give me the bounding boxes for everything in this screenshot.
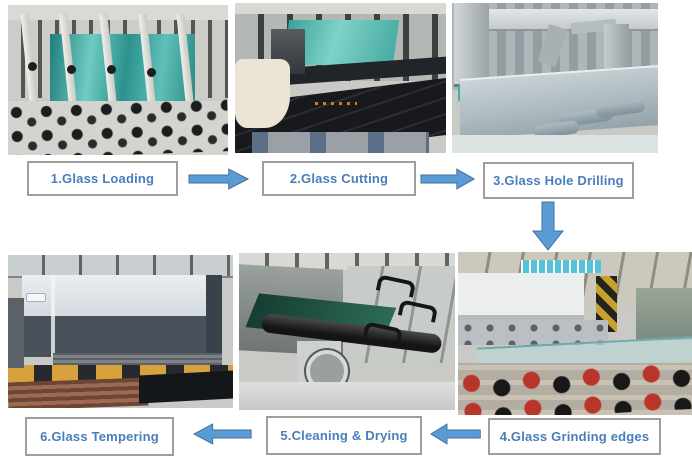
arrow-left-icon <box>193 423 252 445</box>
cyan-sign <box>521 260 601 274</box>
brand-plate <box>26 293 47 303</box>
step-box-glass-tempering: 6.Glass Tempering <box>25 417 174 456</box>
arrow-left-icon <box>430 423 481 445</box>
arm-sucker <box>67 65 77 74</box>
wall-top <box>8 5 228 20</box>
step-label: 4.Glass Grinding edges <box>499 429 650 444</box>
step-label: 3.Glass Hole Drilling <box>493 173 624 188</box>
table-markers <box>315 102 358 105</box>
table-frame <box>251 132 430 153</box>
step-box-glass-cutting: 2.Glass Cutting <box>262 161 416 196</box>
arm-sucker <box>146 68 156 77</box>
hazard-stripe-column <box>596 276 618 332</box>
arrow-5-to-6 <box>193 421 253 447</box>
arm-sucker <box>27 62 37 71</box>
step-label: 6.Glass Tempering <box>40 429 159 444</box>
photo-cleaning-drying <box>239 253 455 410</box>
floor <box>452 135 658 153</box>
photo-glass-cutting <box>235 3 446 153</box>
machine-detail-strip <box>458 320 608 345</box>
photo-glass-tempering <box>8 255 233 408</box>
photo-glass-grinding-edges <box>458 252 692 415</box>
arm-sucker <box>107 65 116 74</box>
step-label: 5.Cleaning & Drying <box>280 428 408 443</box>
arrow-1-to-2 <box>188 166 250 192</box>
arrow-4-to-5 <box>430 421 482 447</box>
arrow-2-to-3 <box>420 166 476 192</box>
ceiling-trusses <box>8 255 233 278</box>
roller-gap <box>53 352 222 366</box>
furnace-corner-highlight <box>50 274 56 358</box>
machine-base <box>239 381 455 410</box>
background-structures <box>635 287 692 341</box>
roller-wheels <box>8 97 228 155</box>
step-box-glass-grinding-edges: 4.Glass Grinding edges <box>488 418 661 455</box>
grinding-machine-body <box>458 273 585 321</box>
arrow-right-icon <box>188 168 250 190</box>
ceiling <box>235 3 446 14</box>
arrow-down-icon <box>531 201 565 251</box>
step-box-cleaning-drying: 5.Cleaning & Drying <box>266 416 422 455</box>
machine-top-beam <box>468 9 658 29</box>
left-drill-tower <box>454 3 490 87</box>
photo-glass-hole-drilling <box>452 3 658 153</box>
step-box-glass-hole-drilling: 3.Glass Hole Drilling <box>483 162 634 199</box>
photo-glass-loading <box>8 5 228 155</box>
step-box-glass-loading: 1.Glass Loading <box>27 161 178 196</box>
furnace-side-face <box>206 274 222 358</box>
step-label: 1.Glass Loading <box>50 171 155 186</box>
conveyor-rollers <box>8 378 148 408</box>
arrow-3-to-4 <box>531 201 565 251</box>
machine-head-cover <box>235 58 290 128</box>
side-column <box>8 297 24 369</box>
arrow-right-icon <box>420 168 476 190</box>
loading-table <box>138 370 233 403</box>
step-label: 2.Glass Cutting <box>289 171 389 186</box>
